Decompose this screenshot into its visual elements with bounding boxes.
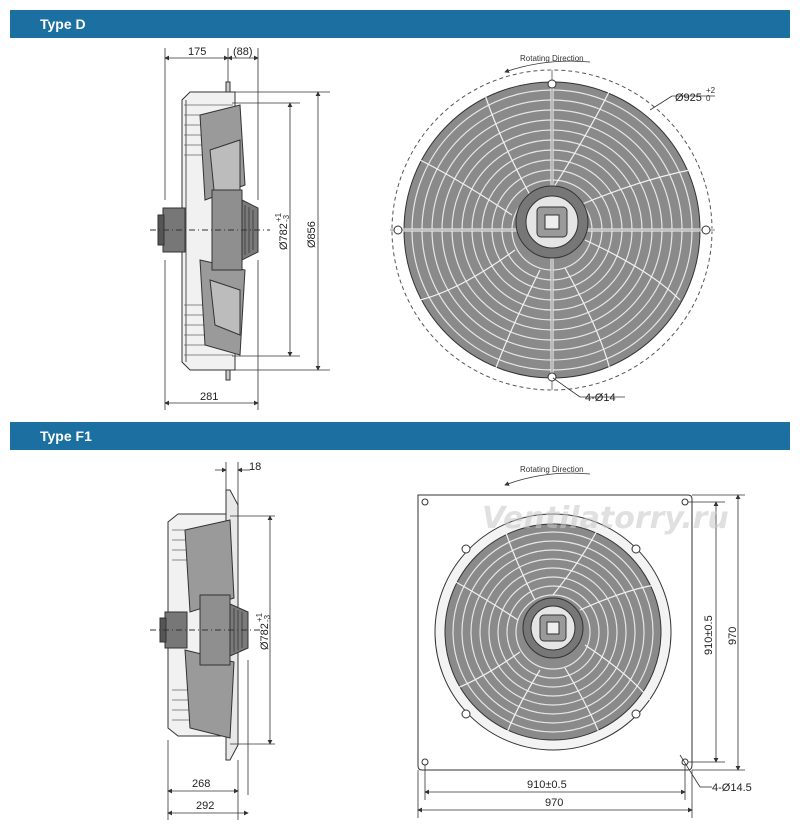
dim-outer-tol-upper: +2 (706, 86, 716, 95)
dim-blade-diameter-f1: Ø782 (259, 623, 271, 650)
dim-depth-outer: 292 (196, 800, 214, 812)
type-d-side-dimensions (164, 48, 330, 410)
dim-mounting-holes-f1: 4-Ø14.5 (712, 782, 752, 794)
type-d-front-annotations (504, 60, 715, 398)
dim-depth-inner: 268 (192, 778, 210, 790)
dim-plate-width: 970 (545, 797, 563, 809)
dim-outer-tol-lower: 0 (706, 94, 711, 103)
dim-outer-diameter: Ø925 (675, 92, 702, 104)
dim-mounting-holes: 4-Ø14 (585, 392, 616, 404)
type-f1-front-dimensions (417, 472, 745, 818)
rotating-direction-label-f1: Rotating Direction (520, 465, 584, 474)
type-f1-front-view (417, 494, 693, 771)
section-header-type-f1: Type F1 (10, 422, 790, 450)
type-f1-side-view (150, 489, 260, 761)
dim-top-offset: (88) (233, 46, 253, 58)
dim-bottom-depth: 281 (200, 391, 218, 403)
section-header-type-d: Type D (10, 10, 790, 38)
dim-blade-diameter: Ø782 (278, 223, 290, 250)
rotating-direction-label: Rotating Direction (520, 54, 584, 63)
type-d-side-view (150, 81, 270, 381)
dim-plate-thickness: 18 (249, 461, 261, 473)
type-d-front-view (390, 69, 715, 391)
dim-blade-tol-upper-f1: +1 (255, 612, 264, 622)
dim-hole-spacing-vertical: 910±0.5 (703, 615, 715, 655)
dim-blade-tol-lower: -3 (282, 214, 291, 222)
dim-blade-tol-lower-f1: -3 (263, 614, 272, 622)
section-title: Type D (40, 16, 86, 32)
dim-plate-height: 970 (727, 627, 739, 645)
dim-frame-height: Ø856 (306, 221, 318, 248)
dim-hole-spacing-horizontal: 910±0.5 (527, 779, 567, 791)
section-title: Type F1 (40, 428, 92, 444)
dim-blade-tol-upper: +1 (274, 212, 283, 222)
type-f1-side-dimensions (167, 462, 275, 820)
watermark: Ventilatorry.ru (482, 501, 729, 536)
dim-top-width: 175 (188, 46, 206, 58)
